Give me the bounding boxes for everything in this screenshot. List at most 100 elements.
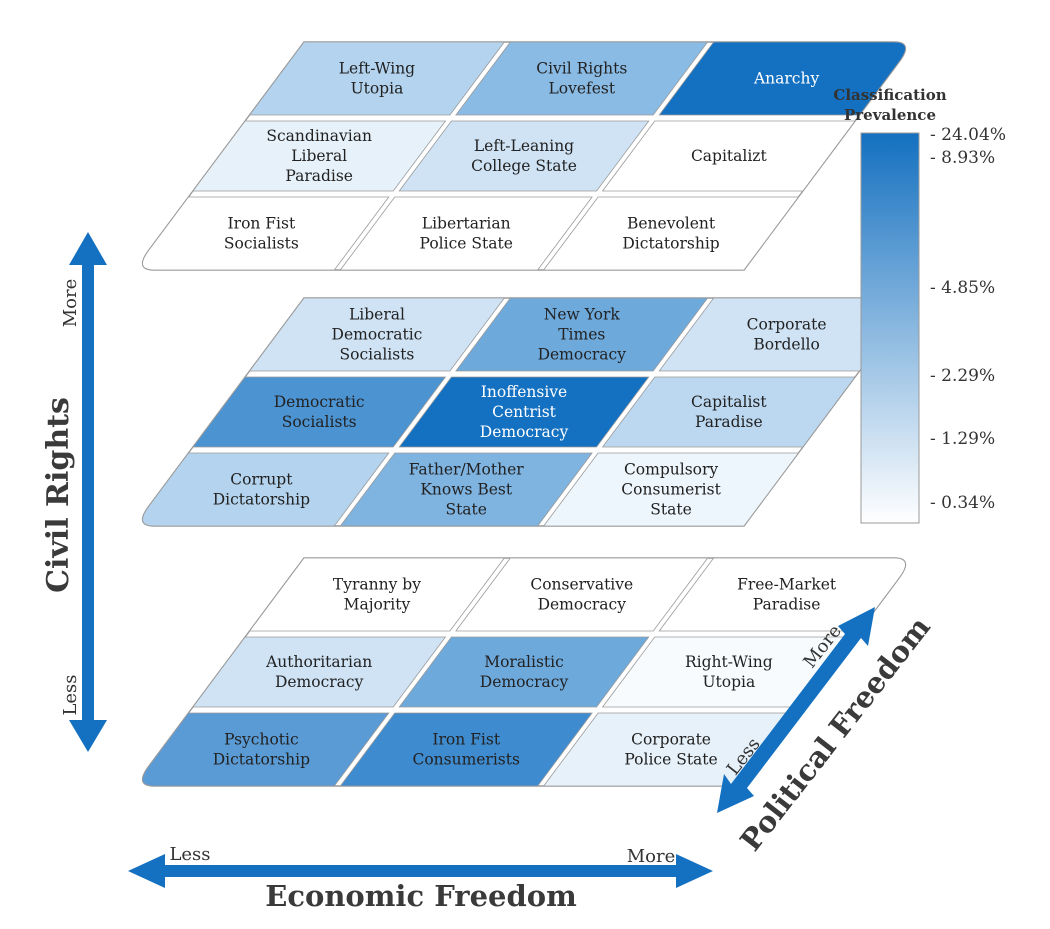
economic-freedom-arrow-icon xyxy=(128,854,713,888)
region-label-line: Corrupt xyxy=(230,471,293,489)
region-label-line: State xyxy=(650,501,692,519)
legend-color-bar xyxy=(860,132,920,524)
legend: Classification Prevalence - 24.04%- 8.93… xyxy=(833,86,1006,524)
economic-freedom-more-label: More xyxy=(627,846,676,867)
region-label-line: Psychotic xyxy=(224,731,299,749)
region-label-line: Police State xyxy=(624,751,717,769)
region-label-line: Socialists xyxy=(340,346,415,364)
region-label-line: Capitalist xyxy=(691,393,767,411)
legend-tick-label: - 4.85% xyxy=(930,278,995,298)
region-cell-fill xyxy=(142,452,390,527)
region-label-line: Democratic xyxy=(332,326,423,344)
region-label-line: Corporate xyxy=(631,731,711,749)
region-cell-fill xyxy=(455,557,709,632)
region-label-line: Left-Leaning xyxy=(474,137,574,155)
region-label-line: Consumerists xyxy=(412,751,520,769)
region-cell-fill xyxy=(542,452,800,527)
region-label-line: Utopia xyxy=(351,80,404,98)
legend-title-line-1: Classification xyxy=(833,86,946,104)
region-label-line: Right-Wing xyxy=(685,653,773,671)
political-freedom-arrow-icon xyxy=(717,607,875,813)
region-label-line: Tyranny by xyxy=(333,576,421,594)
region-label-line: Iron Fist xyxy=(228,215,296,233)
region-label-line: Iron Fist xyxy=(432,731,500,749)
legend-tick-label: - 0.34% xyxy=(930,493,995,513)
region-cell-fill xyxy=(455,41,709,116)
region-label-line: Democracy xyxy=(538,346,627,364)
region-label-line: Conservative xyxy=(530,576,633,594)
region-label-line: Democracy xyxy=(480,673,569,691)
region-label-line: Civil Rights xyxy=(536,60,627,78)
region-label-line: Dictatorship xyxy=(213,491,310,509)
region-cell-fill xyxy=(398,120,650,192)
region-cell-fill xyxy=(192,120,447,192)
region-cell-fill xyxy=(542,196,800,271)
region-label-line: Democracy xyxy=(275,673,364,691)
region-label-line: Capitalizt xyxy=(691,147,768,165)
region-cell-fill xyxy=(142,712,390,787)
civil-rights-more-label: More xyxy=(60,279,81,328)
region-cell-fill xyxy=(398,376,650,448)
region-cell: Anarchy xyxy=(658,41,906,116)
legend-tick-label: - 2.29% xyxy=(930,366,995,386)
region-label-line: Police State xyxy=(420,235,513,253)
region-label-line: Times xyxy=(558,326,605,344)
legend-tick-label: - 8.93% xyxy=(930,148,995,168)
region-cell-fill xyxy=(248,41,506,116)
region-label-line: Authoritarian xyxy=(265,653,372,671)
region-label-line: Libertarian xyxy=(422,215,511,233)
region-label-line: Consumerist xyxy=(621,481,721,499)
region-label-line: Bordello xyxy=(753,336,819,354)
region-label-line: Majority xyxy=(344,596,411,614)
region-cell-fill xyxy=(192,636,447,708)
region-label-line: Utopia xyxy=(702,673,755,691)
region-label-line: Paradise xyxy=(753,596,821,614)
region-label-line: Liberal xyxy=(349,306,405,324)
region-label-line: Socialists xyxy=(224,235,299,253)
region-cell-fill xyxy=(248,557,506,632)
region-label-line: Left-Wing xyxy=(339,60,415,78)
region-cell-fill xyxy=(601,376,856,448)
region-cell: Tyranny by Majority xyxy=(248,557,506,632)
region-cell-fill xyxy=(142,196,390,271)
region-label-line: Paradise xyxy=(285,167,353,185)
region-label-line: Moralistic xyxy=(484,653,564,671)
region-cell-fill xyxy=(601,120,856,192)
region-label-line: Lovefest xyxy=(548,80,615,98)
legend-title-line-2: Prevalence xyxy=(844,106,936,124)
region-label-line: Liberal xyxy=(291,147,347,165)
civil-rights-axis: More Less Civil Rights xyxy=(41,232,107,752)
region-label-line: New York xyxy=(544,306,621,324)
region-label-line: Inoffensive xyxy=(481,383,567,401)
region-cell-fill xyxy=(248,297,506,372)
civil-rights-title: Civil Rights xyxy=(41,397,76,593)
region-label-line: Compulsory xyxy=(624,461,718,479)
region-label-line: Scandinavian xyxy=(266,127,372,145)
economic-freedom-title: Economic Freedom xyxy=(265,879,577,913)
region-label-line: Benevolent xyxy=(627,215,716,233)
region-cell-fill xyxy=(192,376,447,448)
region-cell-fill xyxy=(339,196,593,271)
region-cell-fill xyxy=(658,41,906,116)
region-label-line: Democratic xyxy=(274,393,365,411)
